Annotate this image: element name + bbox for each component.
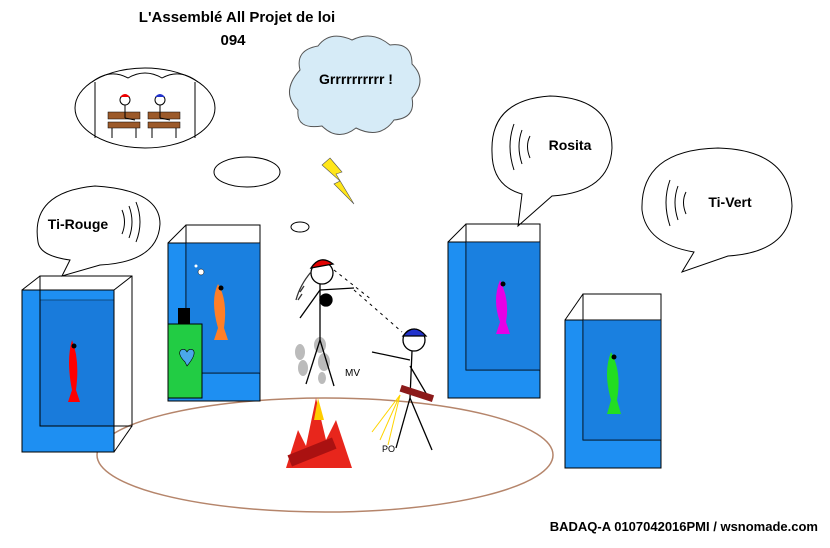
title-line-2: 094 <box>220 32 246 49</box>
baton <box>399 384 435 403</box>
label-po: PO <box>382 444 395 454</box>
speech-bubble-rosita: Rosita <box>491 95 613 228</box>
gaze-line <box>353 289 403 333</box>
arena-ellipse <box>96 397 554 513</box>
thought-bubble-benches <box>74 67 310 233</box>
credit-text: BADAQ-A 0107042016PMI / wsnomade.com <box>550 519 818 534</box>
label-mv: MV <box>345 368 360 379</box>
bubble-label-ti-rouge: Ti-Rouge <box>48 216 109 232</box>
bubble-label-rosita: Rosita <box>549 137 592 153</box>
speech-bubble-ti-rouge: Ti-Rouge <box>36 185 161 277</box>
lightning-bolt-icon <box>321 157 355 205</box>
title-line-1: L'Assemblé All Projet de loi <box>139 9 335 26</box>
green-fish <box>607 352 621 414</box>
orange-fish <box>214 284 228 340</box>
aquarium-red-fish <box>21 275 133 453</box>
aquarium-orange-fish <box>167 224 261 402</box>
speech-bubble-ti-vert: Ti-Vert <box>641 147 793 273</box>
thought-cloud-text: Grrrrrrrrrr ! <box>319 71 393 87</box>
aquarium-green-fish <box>564 293 662 469</box>
gaze-line <box>333 269 373 301</box>
heart-icon <box>179 349 195 367</box>
magenta-fish <box>496 280 510 334</box>
smoke <box>295 337 330 384</box>
yellow-rays <box>371 394 401 446</box>
aquarium-magenta-fish <box>447 223 541 399</box>
bubble-label-ti-vert: Ti-Vert <box>708 194 752 210</box>
red-fish <box>68 340 80 402</box>
fire <box>286 398 352 468</box>
angry-thought-cloud: Grrrrrrrrrr ! <box>289 35 421 135</box>
woman-figure <box>295 259 355 387</box>
